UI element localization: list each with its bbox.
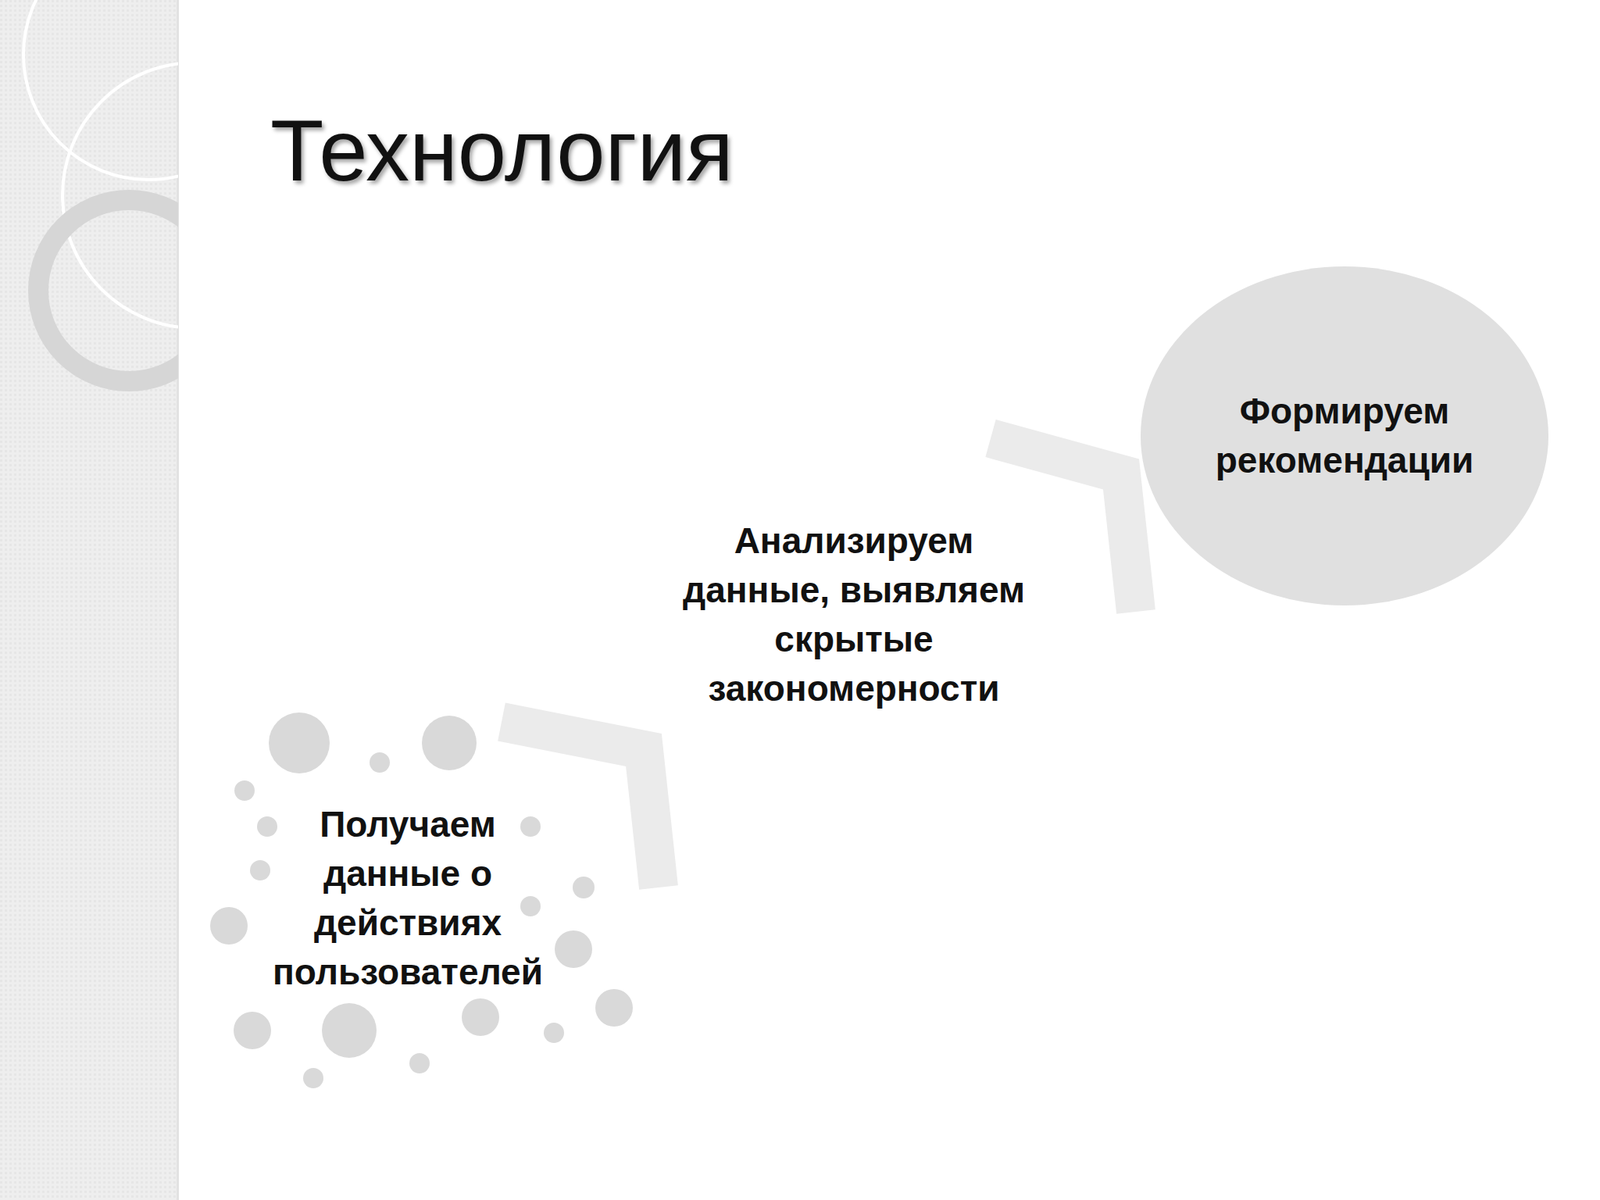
ellipse-fill [1140,266,1549,606]
chevron-arrow [501,721,659,888]
strip-edge [176,0,179,1200]
arc [23,0,179,180]
step-label: Получаем данные о действиях пользователе… [259,800,557,997]
step-text: Получаем данные о действиях пользователе… [259,800,557,997]
ring [38,200,179,382]
step-label: Анализируем данные, выявляем скрытые зак… [662,516,1046,714]
dots [210,712,633,1089]
slide-title: Технология [270,100,734,201]
ellipse-shape [1139,265,1550,607]
step-ellipse: Формируем рекомендации [1139,265,1550,607]
step-text: Анализируем данные, выявляем скрытые зак… [662,516,1046,714]
step-label: Формируем рекомендации [1172,386,1517,486]
